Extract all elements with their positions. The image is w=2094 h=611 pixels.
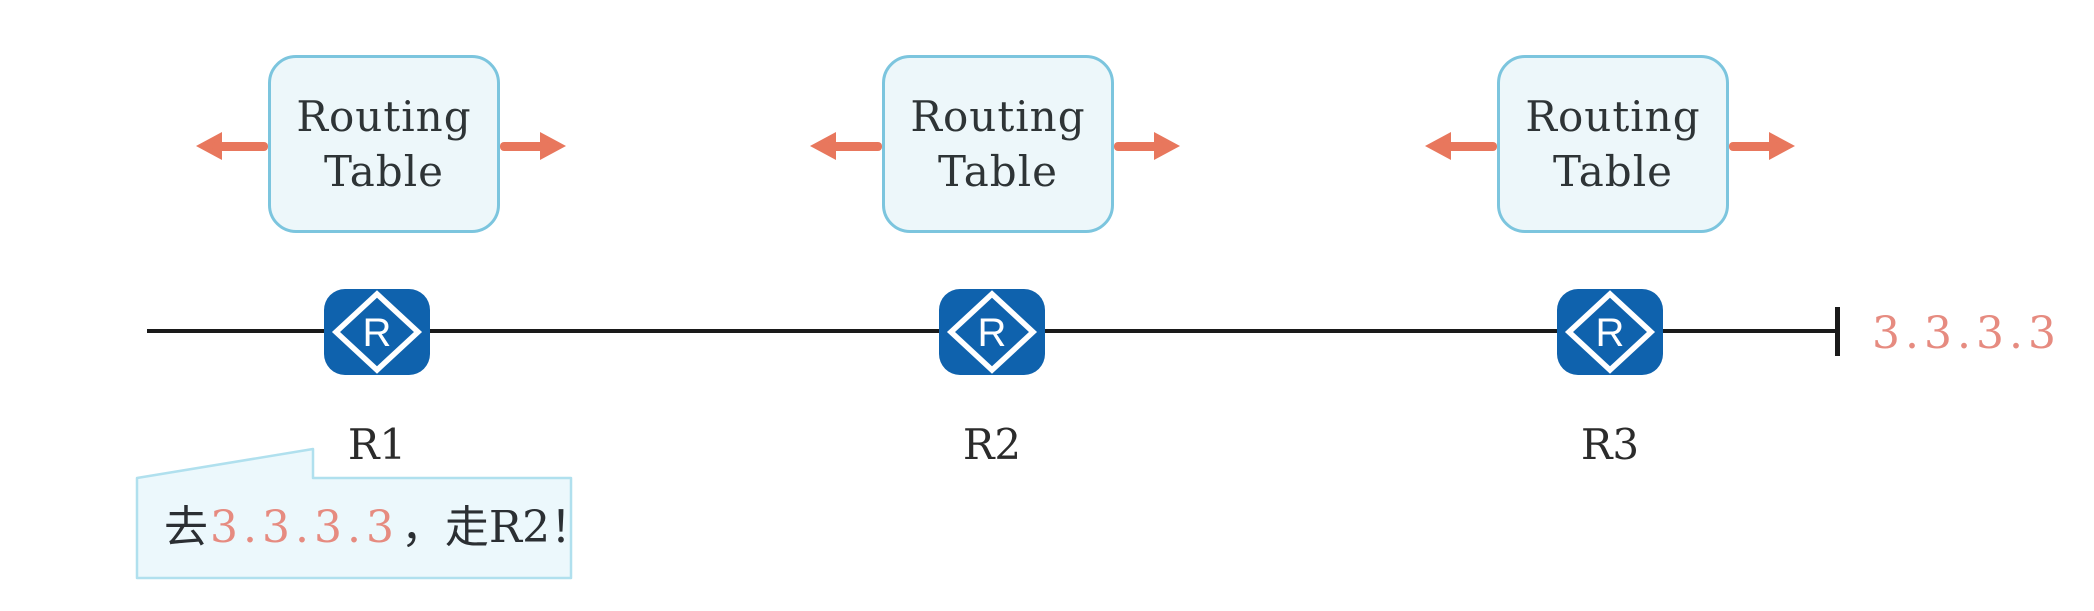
- router-icon: R: [939, 289, 1045, 375]
- destination-ip-label: 3.3.3.3: [1872, 308, 2061, 359]
- arrow-shaft: [1114, 142, 1164, 151]
- router-icon: R: [324, 289, 430, 375]
- left-arrow-icon: [196, 131, 268, 161]
- routing-table-box-r1: Routing Table: [268, 55, 500, 233]
- router-icon-letter: R: [1596, 311, 1625, 355]
- arrow-shaft: [1729, 142, 1779, 151]
- routing-table-label-line2: Table: [324, 147, 444, 196]
- arrow-shaft: [212, 142, 268, 151]
- arrow-shaft: [826, 142, 882, 151]
- routing-table-box-r3: Routing Table: [1497, 55, 1729, 233]
- router-label-r2: R2: [962, 420, 1022, 469]
- right-arrow-icon: [1729, 131, 1795, 161]
- right-arrow-icon: [500, 131, 566, 161]
- left-arrow-icon: [1425, 131, 1497, 161]
- bubble-text-suffix: ，走R2！: [400, 502, 595, 553]
- router-label-r3: R3: [1580, 420, 1640, 469]
- routing-table-label-line1: Routing: [296, 91, 472, 141]
- arrow-shaft: [500, 142, 550, 151]
- link-endpoint-tick: [1835, 307, 1840, 356]
- router-icon-letter: R: [363, 311, 392, 355]
- bubble-text-prefix: 去: [164, 502, 208, 553]
- arrow-shaft: [1441, 142, 1497, 151]
- router-label-r1: R1: [347, 420, 407, 469]
- speech-bubble-text: 去3.3.3.3，走R2！: [164, 502, 594, 554]
- left-arrow-icon: [810, 131, 882, 161]
- routing-table-label-line1: Routing: [910, 91, 1086, 141]
- routing-table-label-line2: Table: [938, 147, 1058, 196]
- bubble-ip-text: 3.3.3.3: [210, 502, 399, 553]
- speech-bubble: [135, 447, 573, 580]
- routing-table-label-line2: Table: [1553, 147, 1673, 196]
- routing-table-label-line1: Routing: [1525, 91, 1701, 141]
- router-icon: R: [1557, 289, 1663, 375]
- router-icon-letter: R: [978, 311, 1007, 355]
- right-arrow-icon: [1114, 131, 1180, 161]
- routing-table-box-r2: Routing Table: [882, 55, 1114, 233]
